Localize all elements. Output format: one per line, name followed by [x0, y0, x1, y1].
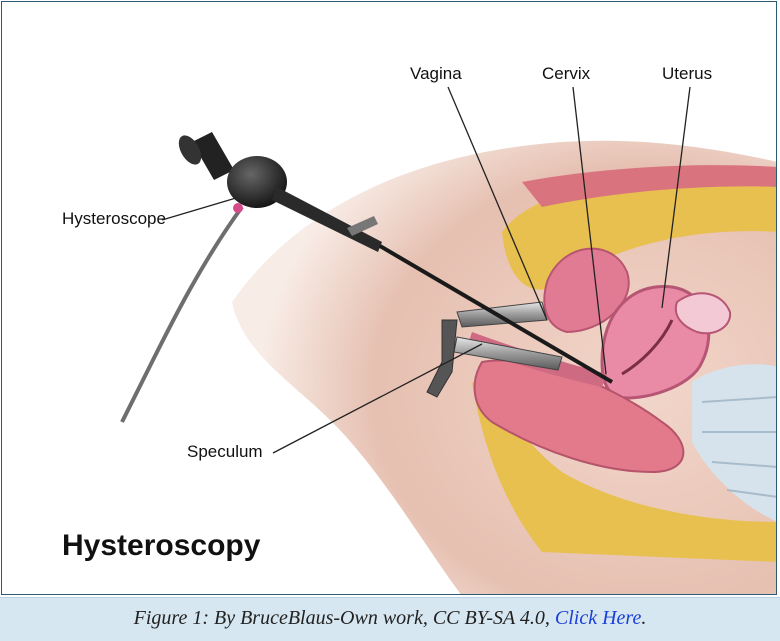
cervix-label: Cervix — [542, 64, 590, 84]
hysteroscope-label: Hysteroscope — [62, 209, 166, 229]
figure-frame: Vagina Cervix Uterus Hysteroscope Specul… — [1, 1, 777, 595]
caption-text: Figure 1: By BruceBlaus-Own work, CC BY-… — [134, 607, 555, 629]
figure-title: Hysteroscopy — [62, 529, 260, 563]
figure-caption: Figure 1: By BruceBlaus-Own work, CC BY-… — [0, 597, 780, 641]
uterus-label: Uterus — [662, 64, 712, 84]
hysteroscope-cable — [122, 207, 242, 422]
vagina-label: Vagina — [410, 64, 462, 84]
caption-link[interactable]: Click Here — [555, 607, 641, 629]
hysteroscopy-illustration — [2, 2, 777, 595]
speculum-label: Speculum — [187, 442, 263, 462]
caption-trailing: . — [641, 607, 646, 629]
